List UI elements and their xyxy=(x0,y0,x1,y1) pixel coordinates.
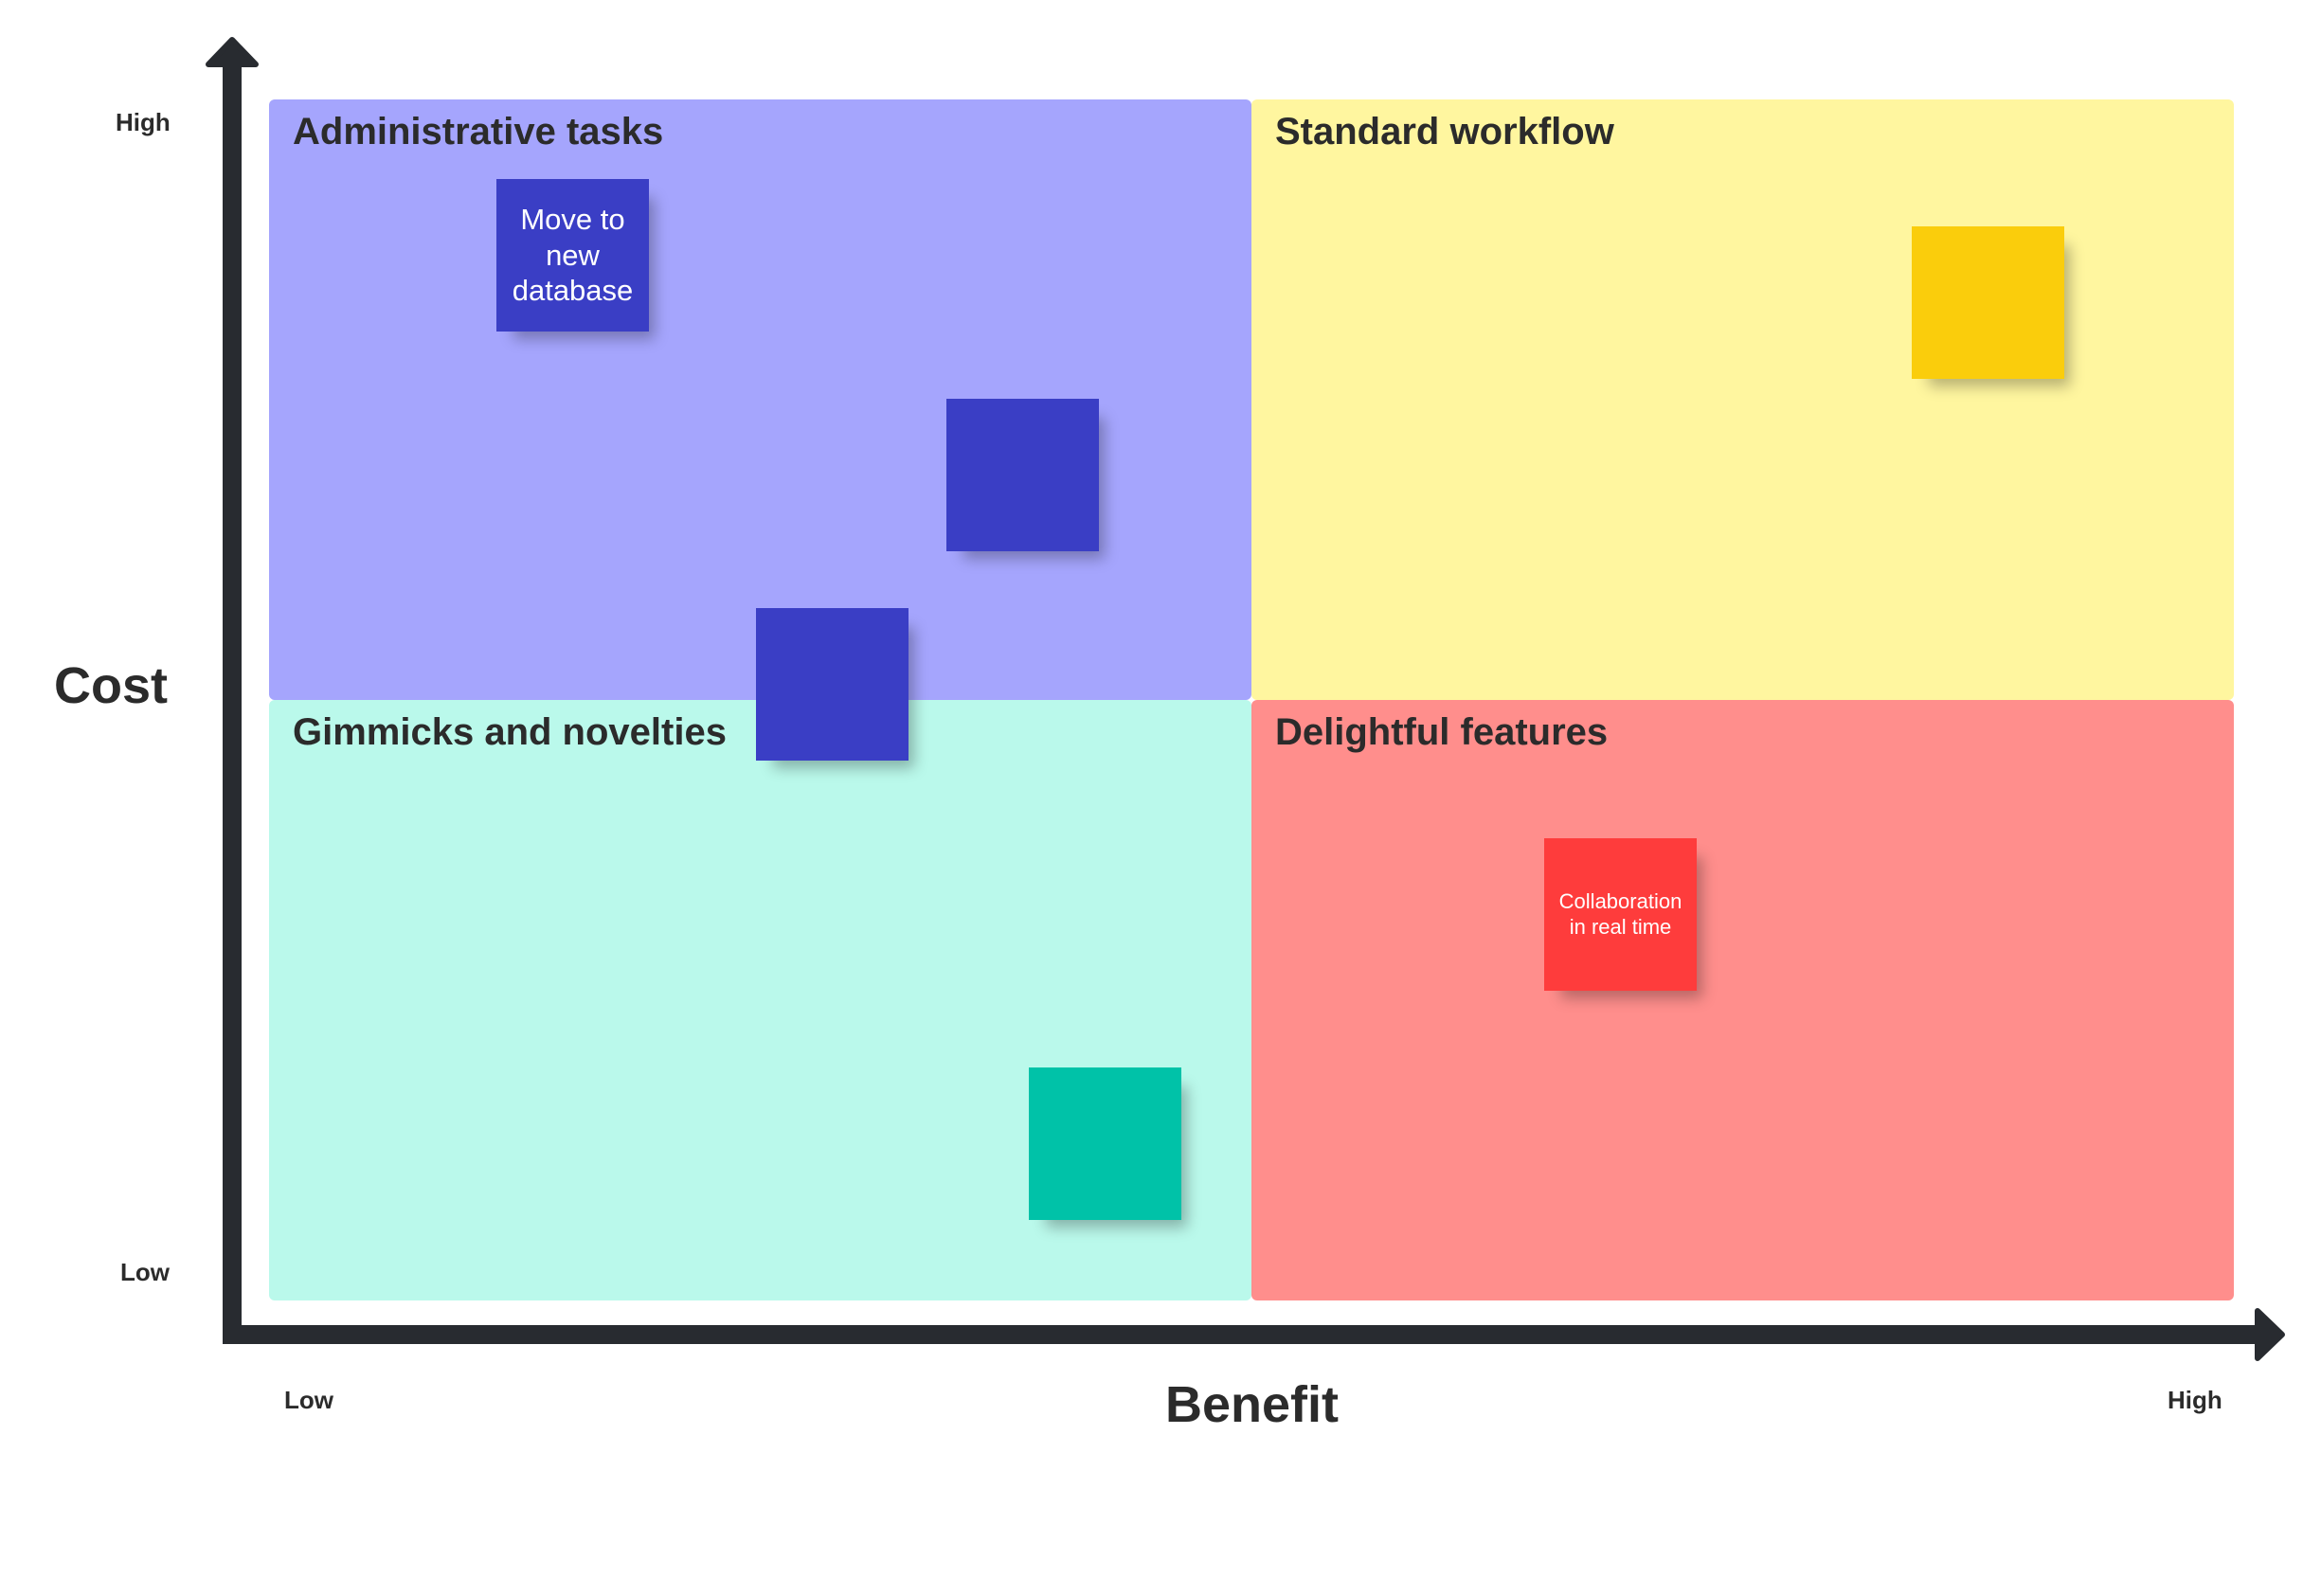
sticky-note-blank[interactable] xyxy=(946,399,1099,551)
y-axis-high-label: High xyxy=(116,108,171,136)
quadrant-standard-workflow[interactable]: Standard workflow xyxy=(1251,99,2234,700)
y-axis-low-label: Low xyxy=(120,1258,170,1286)
sticky-note-collaboration-in-real-time[interactable]: Collaboration in real time xyxy=(1544,838,1697,991)
quadrant-title: Delightful features xyxy=(1275,711,1609,753)
x-axis-title: Benefit xyxy=(1165,1376,1340,1433)
quadrant-delightful-features[interactable]: Delightful features xyxy=(1251,700,2234,1300)
sticky-note-blank[interactable] xyxy=(756,608,909,761)
sticky-note-blank[interactable] xyxy=(1912,226,2064,379)
sticky-note-text: Move to new database xyxy=(512,202,634,308)
y-axis-title: Cost xyxy=(54,657,168,714)
sticky-note-blank[interactable] xyxy=(1029,1067,1181,1220)
x-axis-low-label: Low xyxy=(284,1386,333,1414)
x-axis-arrow xyxy=(223,1308,2285,1361)
x-axis-high-label: High xyxy=(2168,1386,2222,1414)
sticky-note-text: Collaboration in real time xyxy=(1558,888,1682,939)
quadrant-title: Gimmicks and novelties xyxy=(293,711,727,753)
quadrant-title: Administrative tasks xyxy=(293,111,664,152)
quadrant-title: Standard workflow xyxy=(1275,111,1614,152)
sticky-note-move-to-new-database[interactable]: Move to new database xyxy=(496,179,649,332)
y-axis-arrow xyxy=(206,37,259,1344)
